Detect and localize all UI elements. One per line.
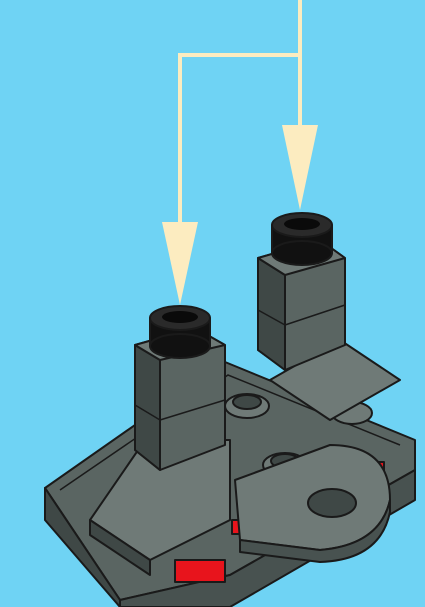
arrow-head-right bbox=[282, 125, 318, 210]
round-plate-hole-opening bbox=[308, 489, 356, 517]
arrow-guide-line bbox=[180, 0, 300, 230]
black-round-stud-left bbox=[150, 306, 210, 358]
arrow-head-left bbox=[162, 222, 198, 305]
black-round-stud-right bbox=[272, 213, 332, 265]
red-accent-piece bbox=[175, 560, 225, 582]
